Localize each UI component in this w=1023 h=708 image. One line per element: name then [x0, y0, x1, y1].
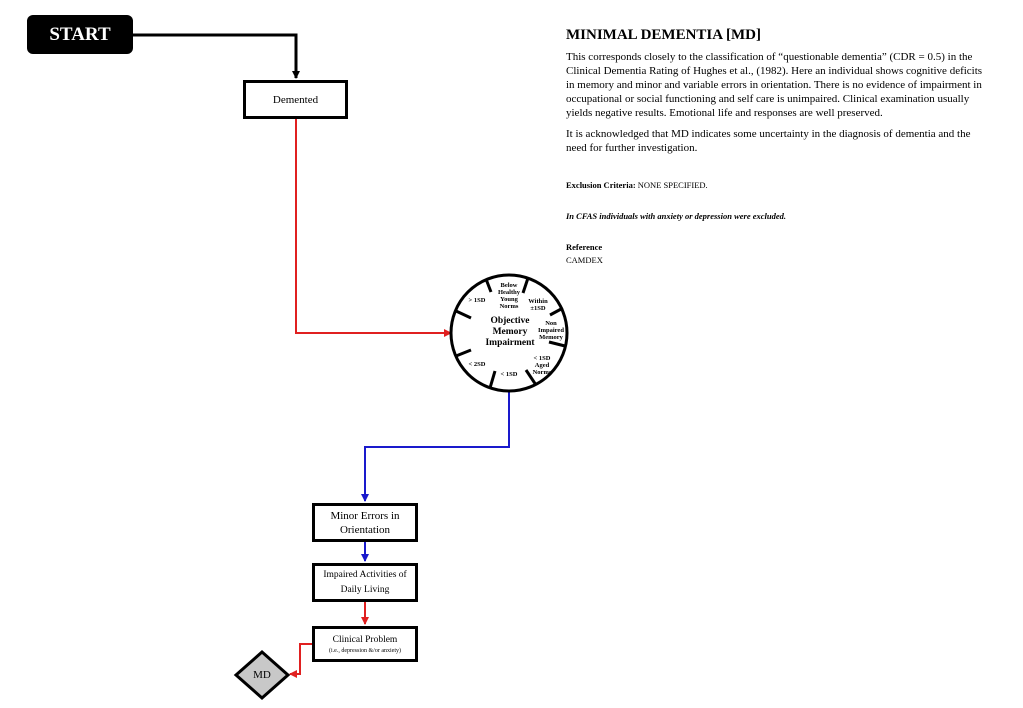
wheel-segment-lt-1sd-aged: < 1SD Aged Norms — [532, 355, 552, 376]
clinical-problem-sub: (i.e., depression &/or anxiety) — [329, 647, 401, 654]
impaired-adl-label: Impaired Activities of Daily Living — [323, 569, 407, 595]
wheel-segment-lt-1sd: < 1SD — [500, 371, 518, 378]
wheel-segment-lt-2sd: < 2SD — [468, 361, 486, 368]
connector-wheel-minor-errors — [361, 391, 510, 502]
wheel-segment-non-impaired: Non Impaired Memory — [538, 320, 564, 341]
clinical-problem-node: Clinical Problem (i.e., depression &/or … — [312, 626, 418, 662]
exclusion-criteria: Exclusion Criteria: NONE SPECIFIED. — [566, 180, 991, 191]
minor-errors-node: Minor Errors in Orientation — [312, 503, 418, 542]
reference-value: CAMDEX — [566, 255, 603, 265]
demented-label: Demented — [272, 93, 319, 106]
connector-demented-wheel — [295, 119, 452, 337]
start-node: START — [27, 15, 133, 54]
panel-paragraph-2: It is acknowledged that MD indicates som… — [566, 128, 971, 154]
connector-clinical-md — [289, 643, 312, 678]
md-diamond — [233, 649, 291, 701]
wheel-center-label: Objective Memory Impairment — [485, 316, 535, 348]
impaired-adl-node: Impaired Activities of Daily Living — [312, 563, 418, 602]
panel-paragraph-1: This corresponds closely to the classifi… — [566, 51, 983, 119]
connector-start-demented — [133, 33, 300, 79]
panel-title: MINIMAL DEMENTIA [MD] — [566, 27, 761, 43]
description-panel: MINIMAL DEMENTIA [MD] This corresponds c… — [566, 26, 991, 273]
reference-heading: Reference — [566, 242, 603, 252]
md-label: MD — [253, 669, 271, 681]
wheel-segment-gt-1sd: > 1SD — [468, 297, 486, 304]
clinical-problem-label: Clinical Problem — [332, 634, 398, 645]
exclusion-value: NONE SPECIFIED. — [637, 180, 708, 190]
cfas-note: In CFAS individuals with anxiety or depr… — [566, 211, 787, 221]
exclusion-label: Exclusion Criteria: — [566, 180, 636, 190]
minor-errors-label: Minor Errors in Orientation — [330, 509, 400, 536]
demented-node: Demented — [243, 80, 348, 119]
wheel-segment-below-healthy: Below Healthy Young Norms — [497, 282, 521, 310]
wheel-segment-within-1sd: Within ±1SD — [528, 298, 548, 312]
objective-memory-wheel — [449, 273, 569, 393]
